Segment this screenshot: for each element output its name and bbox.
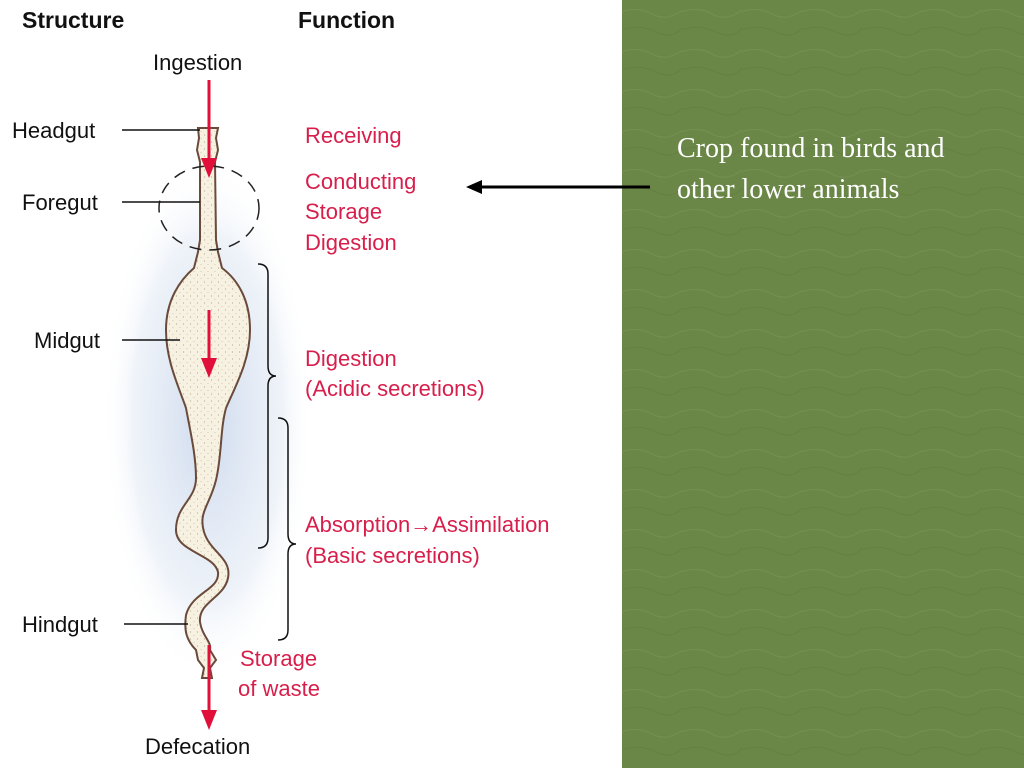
foregut-label: Foregut bbox=[22, 190, 98, 215]
hindgut-brace bbox=[277, 417, 297, 641]
function-header: Function bbox=[298, 7, 395, 33]
midgut-digestion-label: Digestion bbox=[305, 346, 397, 371]
defecation-arrow bbox=[201, 645, 217, 730]
crop-dashed-ellipse bbox=[158, 165, 260, 251]
defecation-label: Defecation bbox=[145, 734, 250, 759]
digestion-label: Digestion bbox=[305, 230, 397, 255]
storage-label: Storage bbox=[305, 199, 382, 224]
callout-arrow bbox=[466, 180, 650, 194]
basic-secretions-label: (Basic secretions) bbox=[305, 543, 480, 568]
conducting-label: Conducting bbox=[305, 169, 416, 194]
midgut-arrow bbox=[201, 310, 217, 378]
ingestion-arrow bbox=[201, 80, 217, 178]
digestive-tract-diagram: Structure Function Ingestion Defecation … bbox=[12, 7, 550, 759]
storage-waste-label-1: Storage bbox=[240, 646, 317, 671]
absorption-label: Absorption→Assimilation bbox=[305, 512, 550, 537]
storage-waste-label-2: of waste bbox=[238, 676, 320, 701]
acidic-secretions-label: (Acidic secretions) bbox=[305, 376, 485, 401]
note-panel: Crop found in birds and other lower anim… bbox=[622, 0, 1024, 768]
panel-texture bbox=[622, 0, 1024, 768]
crop-note-text: Crop found in birds and other lower anim… bbox=[677, 133, 945, 205]
receiving-label: Receiving bbox=[305, 123, 402, 148]
headgut-label: Headgut bbox=[12, 118, 95, 143]
midgut-label: Midgut bbox=[34, 328, 100, 353]
gut-tube bbox=[164, 127, 252, 679]
ingestion-label: Ingestion bbox=[153, 50, 242, 75]
midgut-brace bbox=[257, 263, 277, 549]
structure-header: Structure bbox=[22, 7, 124, 33]
hindgut-label: Hindgut bbox=[22, 612, 98, 637]
